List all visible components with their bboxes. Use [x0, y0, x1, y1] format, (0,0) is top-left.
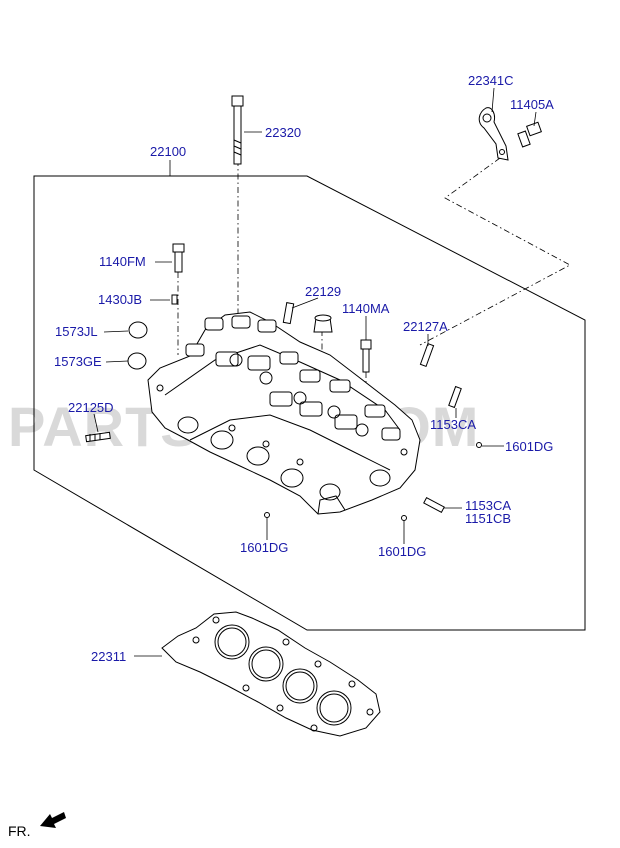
label-1151CB[interactable]: 1151CB	[465, 511, 511, 526]
pin-22129[interactable]	[282, 302, 295, 325]
bolt-1140FM[interactable]	[172, 243, 185, 273]
label-1140MA[interactable]: 1140MA	[342, 301, 390, 316]
stud-22125D[interactable]	[85, 431, 111, 443]
label-1140FM[interactable]: 1140FM	[99, 254, 146, 269]
label-1430JB[interactable]: 1430JB	[98, 292, 142, 307]
label-22129[interactable]: 22129	[305, 284, 341, 299]
stud-1153CA-lower[interactable]	[423, 496, 445, 514]
leader-lines	[93, 87, 537, 657]
front-direction-indicator: FR.	[8, 812, 66, 839]
plug-1573JL[interactable]	[128, 321, 148, 339]
label-1153CA-upper[interactable]: 1153CA	[430, 417, 476, 432]
bolt-11405A[interactable]	[517, 121, 542, 148]
bolt-1140MA[interactable]	[360, 339, 372, 373]
stud-22127A[interactable]	[419, 342, 435, 368]
label-22320[interactable]: 22320	[265, 125, 301, 140]
label-22341C[interactable]: 22341C	[468, 73, 514, 88]
dowel-1601DG-left[interactable]	[264, 512, 270, 518]
label-1601DG-right[interactable]: 1601DG	[505, 439, 553, 454]
label-1573GE[interactable]: 1573GE	[54, 354, 102, 369]
stud-1153CA-upper[interactable]	[448, 385, 462, 409]
pin-1430JB[interactable]	[171, 294, 178, 305]
label-11405A[interactable]: 11405A	[510, 97, 554, 112]
label-22125D[interactable]: 22125D	[68, 400, 114, 415]
oil-cap[interactable]	[313, 314, 333, 333]
label-22100[interactable]: 22100	[150, 144, 186, 159]
dowel-1601DG-right[interactable]	[476, 442, 482, 448]
hanger-bracket-22341C[interactable]	[478, 107, 509, 161]
head-bolt-22320[interactable]	[231, 95, 244, 165]
part-labels: 22341C 11405A 22320 22100 1140FM 22129 1…	[54, 73, 554, 664]
cylinder-head-22100[interactable]	[147, 311, 421, 515]
label-1153CA-lower[interactable]: 1153CA	[465, 498, 511, 513]
label-22311[interactable]: 22311	[91, 649, 126, 664]
direction-label: FR.	[8, 823, 31, 839]
dowel-1601DG-center[interactable]	[401, 515, 407, 521]
plug-1573GE[interactable]	[127, 352, 147, 370]
label-22127A[interactable]: 22127A	[403, 319, 448, 334]
head-gasket-22311[interactable]	[161, 611, 381, 737]
label-1573JL[interactable]: 1573JL	[55, 324, 98, 339]
label-1601DG-left[interactable]: 1601DG	[240, 540, 288, 555]
assembly-frame	[33, 175, 586, 631]
label-1601DG-center[interactable]: 1601DG	[378, 544, 426, 559]
front-arrow-icon	[40, 812, 66, 828]
